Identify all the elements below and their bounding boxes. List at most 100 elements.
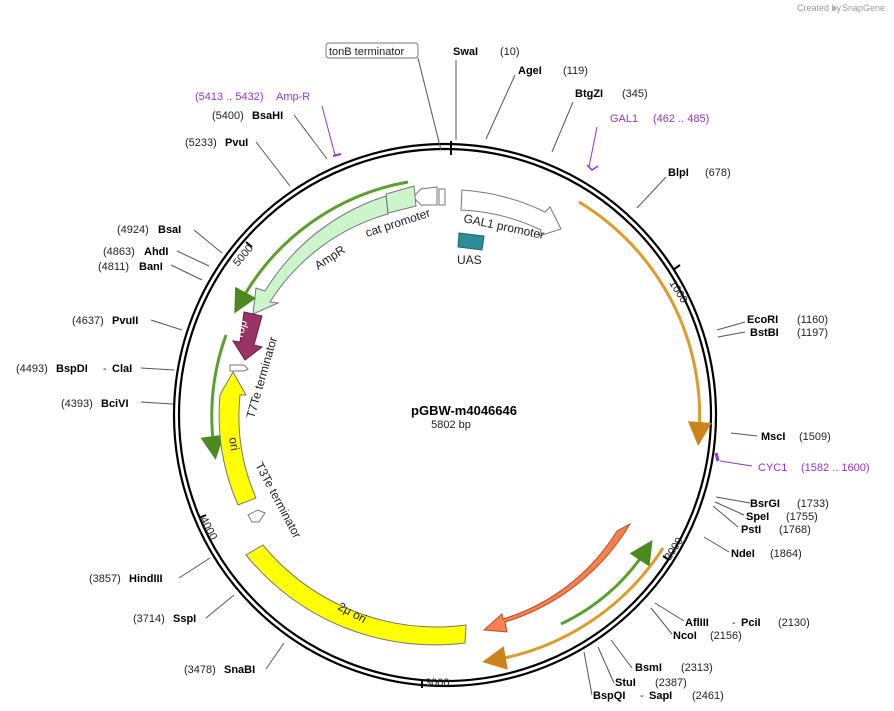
uas-feature[interactable] bbox=[457, 232, 485, 251]
site-blpi[interactable]: BlpI bbox=[668, 167, 689, 179]
site-stui[interactable]: StuI bbox=[615, 677, 636, 689]
tick-4000 bbox=[198, 514, 207, 519]
ura3-orf-arc bbox=[560, 539, 653, 626]
ori-label: ori bbox=[226, 436, 242, 452]
site-bsmi-pos: (2313) bbox=[681, 662, 713, 674]
site-bsai[interactable]: BsaI bbox=[158, 224, 181, 236]
ura3-arrow[interactable] bbox=[482, 522, 632, 633]
gal1-primer-leader bbox=[588, 126, 598, 168]
site-ecori-pos: (1160) bbox=[797, 314, 828, 326]
site-agei-pos: (119) bbox=[563, 65, 588, 77]
site-msci-pos: (1509) bbox=[799, 431, 831, 443]
site-stui-pos: (2387) bbox=[655, 677, 687, 689]
primer-cyc1-range: (1582 .. 1600) bbox=[801, 462, 870, 474]
site-sspi[interactable]: SspI bbox=[173, 613, 196, 625]
primer-gal1[interactable]: GAL1 bbox=[610, 113, 638, 125]
rop-arrow[interactable] bbox=[231, 311, 264, 361]
site-ncoi[interactable]: NcoI bbox=[673, 630, 697, 642]
site-ncoi-pos: (2156) bbox=[710, 630, 742, 642]
ampr-arrow[interactable] bbox=[252, 195, 389, 315]
site-spei-pos: (1755) bbox=[786, 511, 818, 523]
site-agei[interactable]: AgeI bbox=[518, 65, 542, 77]
tonb-label-box bbox=[325, 42, 419, 59]
site-afliii[interactable]: AflIII bbox=[685, 617, 709, 629]
site-ahdi-pos: (4863) bbox=[103, 246, 135, 258]
rop-orf-arc bbox=[200, 334, 228, 460]
site-swai[interactable]: SwaI bbox=[453, 46, 478, 58]
site-ndei[interactable]: NdeI bbox=[731, 548, 755, 560]
site-bstbi[interactable]: BstBI bbox=[750, 327, 779, 339]
site-psti-pos: (1768) bbox=[779, 524, 811, 536]
gal1-primer-mark bbox=[586, 164, 599, 171]
site-hindiii-pos: (3857) bbox=[89, 573, 121, 585]
site-snabi-pos: (3478) bbox=[184, 664, 216, 676]
tick-label-2000: 2000 bbox=[662, 536, 685, 563]
primer-ampr[interactable]: Amp-R bbox=[276, 91, 310, 103]
site-bspdi[interactable]: BspDI bbox=[56, 363, 88, 375]
site-sapi[interactable]: SapI bbox=[649, 690, 672, 702]
site-leaders bbox=[140, 57, 758, 696]
tonb-terminator-feature[interactable] bbox=[438, 188, 446, 206]
site-clai[interactable]: ClaI bbox=[112, 363, 132, 375]
gal1-promoter-arrow[interactable] bbox=[460, 189, 562, 237]
site-bstbi-pos: (1197) bbox=[797, 327, 828, 339]
site-bspdi-pos: (4493) bbox=[16, 363, 48, 375]
tick-label-4000: 4000 bbox=[197, 515, 219, 542]
site-afliii-dash: - bbox=[732, 617, 736, 629]
plasmid-name: pGBW-m4046646 bbox=[411, 403, 517, 418]
tick-5000 bbox=[245, 241, 253, 248]
primer-ampr-range: (5413 .. 5432) bbox=[195, 91, 264, 103]
ampr-orf-arc bbox=[234, 180, 409, 314]
plasmid-size: 5802 bp bbox=[431, 419, 471, 431]
site-afliii-pos: (2130) bbox=[778, 617, 810, 629]
credit-text: Created by bbox=[797, 3, 842, 13]
orf-right-arc bbox=[578, 200, 712, 446]
t7te-terminator-feature[interactable] bbox=[229, 364, 249, 372]
t3te-terminator-feature[interactable] bbox=[247, 509, 266, 523]
site-bspqi[interactable]: BspQI bbox=[593, 690, 625, 702]
site-bsahi-pos: (5400) bbox=[212, 110, 244, 122]
site-snabi[interactable]: SnaBI bbox=[224, 664, 255, 676]
site-pvuii[interactable]: PvuII bbox=[112, 315, 138, 327]
uas-label: UAS bbox=[457, 253, 482, 267]
tick-2000 bbox=[662, 555, 670, 561]
cat-promoter-head[interactable] bbox=[412, 186, 438, 206]
site-msci[interactable]: MscI bbox=[761, 431, 785, 443]
orf-bottom-arc bbox=[482, 547, 665, 670]
site-bsmi[interactable]: BsmI bbox=[635, 662, 662, 674]
ampr-primer-mark bbox=[332, 153, 342, 157]
site-bspqi-dash: - bbox=[640, 690, 644, 702]
site-ahdi[interactable]: AhdI bbox=[144, 246, 168, 258]
site-psti[interactable]: PstI bbox=[741, 524, 761, 536]
ori-arrow[interactable] bbox=[218, 370, 257, 506]
tick-1000 bbox=[672, 264, 681, 271]
site-pcii[interactable]: PciI bbox=[741, 617, 761, 629]
cat-promoter-arrow[interactable] bbox=[385, 185, 417, 214]
ampr-primer-leader bbox=[321, 105, 336, 156]
site-swai-pos: (10) bbox=[500, 46, 520, 58]
site-ecori[interactable]: EcoRI bbox=[747, 314, 778, 326]
backbone-inner bbox=[177, 147, 713, 683]
site-btgzi-pos: (345) bbox=[622, 88, 648, 100]
rop-label: rop bbox=[232, 318, 251, 339]
site-ndei-pos: (1864) bbox=[770, 548, 802, 560]
tick-label-3000: 3000 bbox=[425, 677, 449, 689]
site-hindiii[interactable]: HindIII bbox=[129, 573, 163, 585]
site-sspi-pos: (3714) bbox=[133, 613, 165, 625]
site-bcivi[interactable]: BciVI bbox=[101, 398, 129, 410]
site-spei[interactable]: SpeI bbox=[746, 511, 769, 523]
site-bspqi-pos: (2461) bbox=[692, 690, 724, 702]
two-micron-ori-feature[interactable] bbox=[245, 544, 467, 646]
site-bsahi[interactable]: BsaHI bbox=[252, 110, 283, 122]
site-pvui-pos: (5233) bbox=[185, 137, 217, 149]
site-pvui[interactable]: PvuI bbox=[225, 137, 248, 149]
site-blpi-pos: (678) bbox=[705, 167, 731, 179]
site-bani-pos: (4811) bbox=[98, 261, 129, 273]
site-btgzi[interactable]: BtgZI bbox=[575, 88, 603, 100]
site-bsrgi[interactable]: BsrGI bbox=[750, 498, 780, 510]
credit-logo-icon: ● bbox=[832, 3, 837, 13]
primer-cyc1[interactable]: CYC1 bbox=[758, 462, 787, 474]
site-bsai-pos: (4924) bbox=[117, 224, 149, 236]
site-bani[interactable]: BanI bbox=[139, 261, 163, 273]
